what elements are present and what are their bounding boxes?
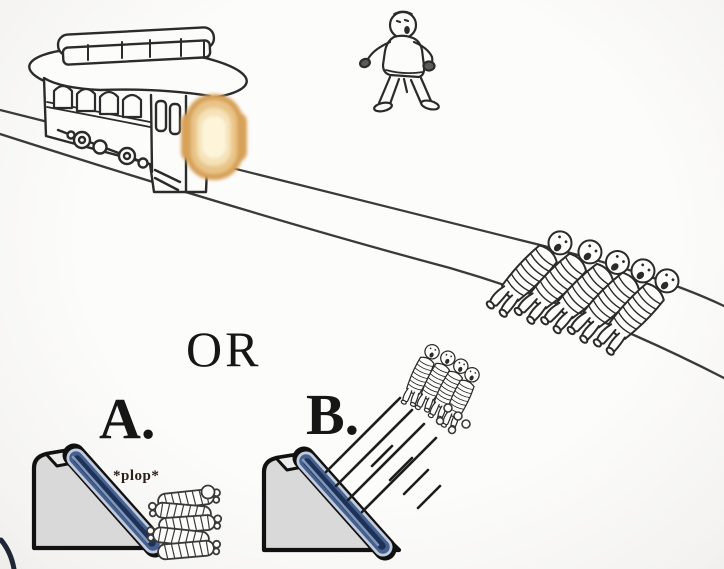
bystander-torso bbox=[381, 34, 426, 79]
five-people-tied-to-tracks bbox=[482, 223, 685, 360]
option-a-label: A. bbox=[99, 386, 156, 451]
trolley-clerestory-band bbox=[61, 39, 212, 66]
trolley-glow bbox=[181, 94, 247, 180]
flying-people-bundle bbox=[398, 340, 483, 435]
bystander bbox=[359, 10, 440, 113]
trolley-wheels bbox=[56, 128, 182, 192]
bystander-legs bbox=[377, 75, 433, 106]
bundle-feet bbox=[435, 403, 471, 435]
plop-label: *plop* bbox=[113, 468, 160, 484]
or-label: OR bbox=[186, 321, 262, 377]
corner-mark bbox=[0, 537, 17, 569]
trolley-clerestory-posts bbox=[87, 38, 205, 61]
bystander-head bbox=[388, 10, 418, 40]
ramp-option-b bbox=[261, 454, 402, 550]
option-b-label: B. bbox=[306, 382, 360, 447]
ramp-option-a bbox=[31, 450, 163, 548]
trolley-windows bbox=[52, 84, 143, 119]
pile-head bbox=[200, 484, 216, 500]
speed-lines bbox=[324, 396, 442, 514]
rail-lower bbox=[0, 132, 724, 380]
people-pile bbox=[145, 484, 223, 561]
